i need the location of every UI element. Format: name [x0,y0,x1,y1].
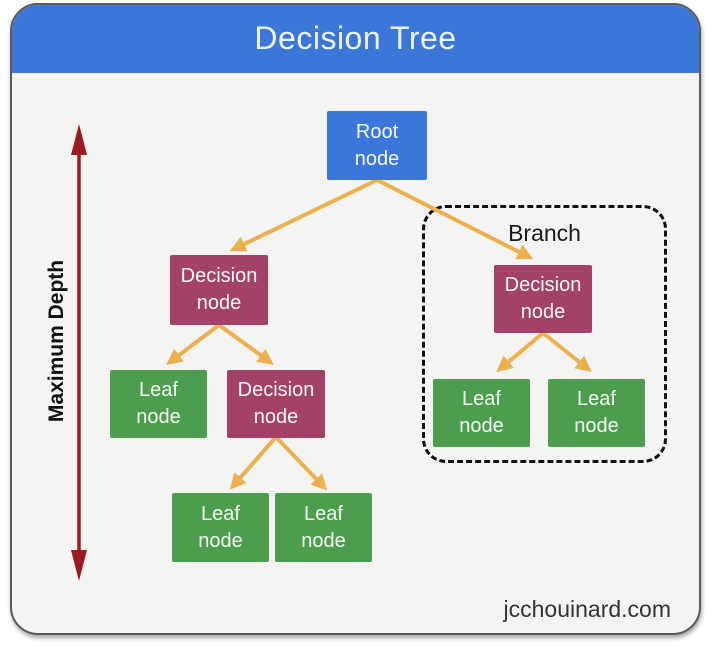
maximum-depth-arrow [71,124,87,581]
decision-node-label: Decision node [237,379,315,428]
leaf-node-label: Leaf node [136,379,181,428]
leaf-node-depth2-left: Leaf node [110,370,207,438]
decision-node-label: Decision node [504,274,582,323]
maximum-depth-label: Maximum Depth [45,259,68,423]
card-header: Decision Tree [12,5,699,73]
decision-node-left: Decision node [170,255,268,325]
leaf-node-branch-left: Leaf node [433,379,530,447]
leaf-node-label: Leaf node [459,388,504,437]
root-node-label: Root node [354,120,400,170]
watermark-text: jcchouinard.com [503,596,671,622]
branch-label: Branch [508,220,581,246]
decision-node-branch: Decision node [494,265,592,333]
root-node: Root node [327,111,427,180]
leaf-node-label: Leaf node [301,502,346,552]
decision-node-label: Decision node [180,265,258,314]
page-title: Decision Tree [254,20,457,56]
leaf-node-branch-right: Leaf node [548,379,645,447]
leaf-node-label: Leaf node [198,502,243,552]
leaf-node-depth3-left: Leaf node [172,493,269,562]
decision-tree-card: Decision Tree Branch Maximum Depth [10,3,701,635]
leaf-node-label: Leaf node [574,388,619,437]
decision-node-middle: Decision node [227,370,325,438]
leaf-node-depth3-right: Leaf node [275,493,372,562]
